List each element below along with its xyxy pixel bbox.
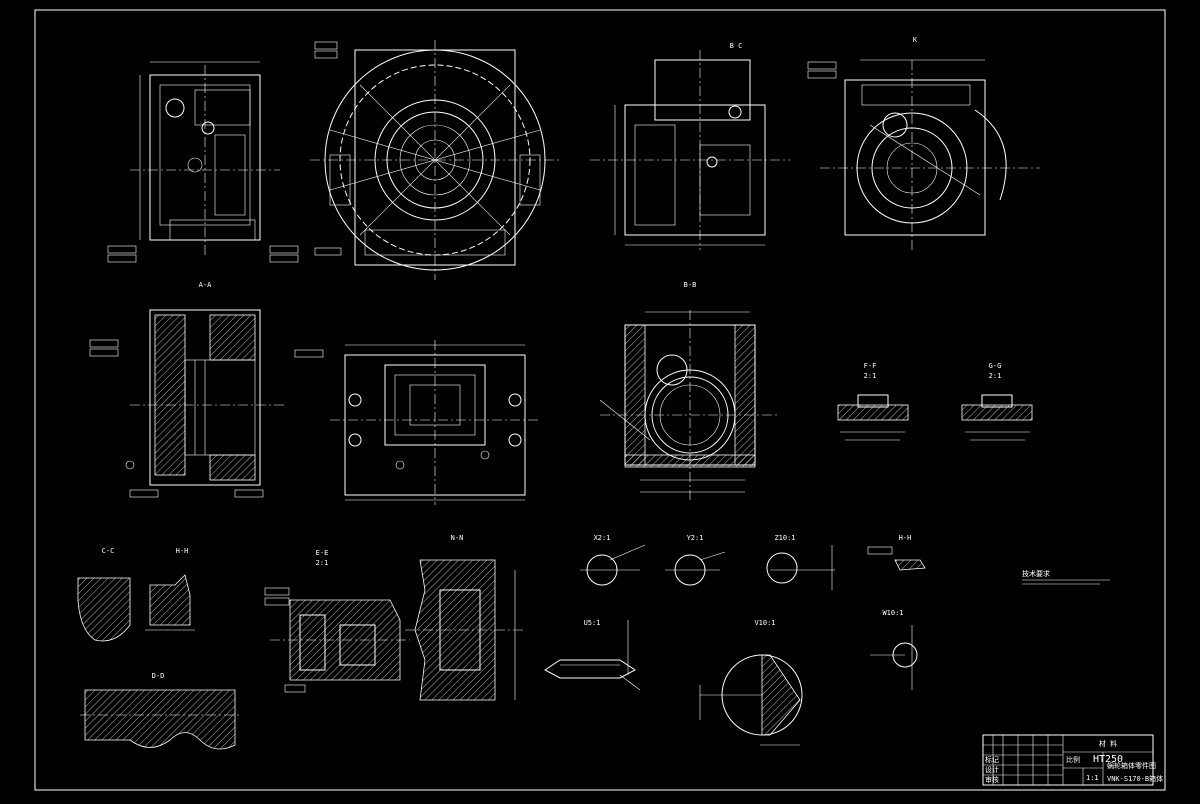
label-detail-z: Z10:1 (774, 534, 795, 542)
label-n-n: N-N (451, 534, 464, 542)
label-h-h: H-H (176, 547, 189, 555)
view-section-left (89, 309, 324, 498)
view-c-c: C-C (77, 547, 131, 642)
tech-req-title: 技术要求 (1022, 569, 1050, 578)
part-name: 蜗轮箱体零件图 (1107, 761, 1156, 770)
view-main-front (310, 40, 560, 280)
label-detail-w: W10:1 (882, 609, 903, 617)
label-c-c: C-C (102, 547, 115, 555)
row-label-design: 设计 (985, 765, 999, 774)
row-label-mark: 标记 (985, 755, 999, 764)
tech-requirements: 技术要求 (1022, 569, 1110, 585)
scale-value: 1:1 (1086, 774, 1099, 782)
detail-y: Y2:1 (665, 534, 726, 586)
view-e-e: E-E 2:1 (264, 549, 410, 693)
scale-label: 比例 (1066, 755, 1080, 764)
view-a-a: A-A (107, 61, 299, 289)
label-detail-u: U5:1 (584, 619, 601, 627)
label-a-a: A-A (199, 281, 212, 289)
view-g-g: G-G 2:1 (961, 362, 1033, 441)
row-label-review: 审核 (985, 775, 999, 784)
detail-w: W10:1 (870, 609, 918, 690)
material-header: 材 料 (1099, 739, 1117, 748)
sheet-border (34, 9, 1166, 791)
view-d-d: D-D (80, 672, 240, 750)
label-g-g-scale: 2:1 (989, 372, 1002, 380)
label-b-b: B-B (684, 281, 697, 289)
view-n-n: N-N (405, 534, 525, 701)
view-h-h: H-H (145, 547, 195, 631)
label-f-f: F-F (864, 362, 877, 370)
label-b-c: B C (730, 42, 743, 50)
label-detail-x: X2:1 (594, 534, 611, 542)
title-block: 材 料 HT250 蜗轮箱体零件图 VNK-S170-B箱体 标记 设计 审核 … (982, 734, 1163, 786)
detail-x: X2:1 (580, 534, 646, 586)
drawing-number: VNK-S170-B箱体 (1107, 774, 1163, 783)
material-value: HT250 (1093, 754, 1123, 765)
view-f-f: F-F 2:1 (837, 362, 909, 441)
detail-z: Z10:1 (766, 534, 835, 590)
view-plan-top (330, 340, 540, 505)
label-h-h-detail: H-H (899, 534, 912, 542)
label-g-g: G-G (989, 362, 1002, 370)
label-e-e: E-E (316, 549, 329, 557)
view-b-c: B C B-B (590, 42, 790, 289)
view-section-circular (599, 310, 780, 500)
label-detail-y: Y2:1 (687, 534, 704, 542)
detail-u: U5:1 (544, 619, 641, 691)
view-k: K (807, 36, 1040, 250)
label-e-e-scale: 2:1 (316, 559, 329, 567)
detail-hh2: H-H (867, 534, 926, 571)
label-f-f-scale: 2:1 (864, 372, 877, 380)
label-d-d: D-D (152, 672, 165, 680)
label-k: K (913, 36, 918, 44)
label-detail-v: V10:1 (754, 619, 775, 627)
detail-v: V10:1 (699, 619, 803, 746)
